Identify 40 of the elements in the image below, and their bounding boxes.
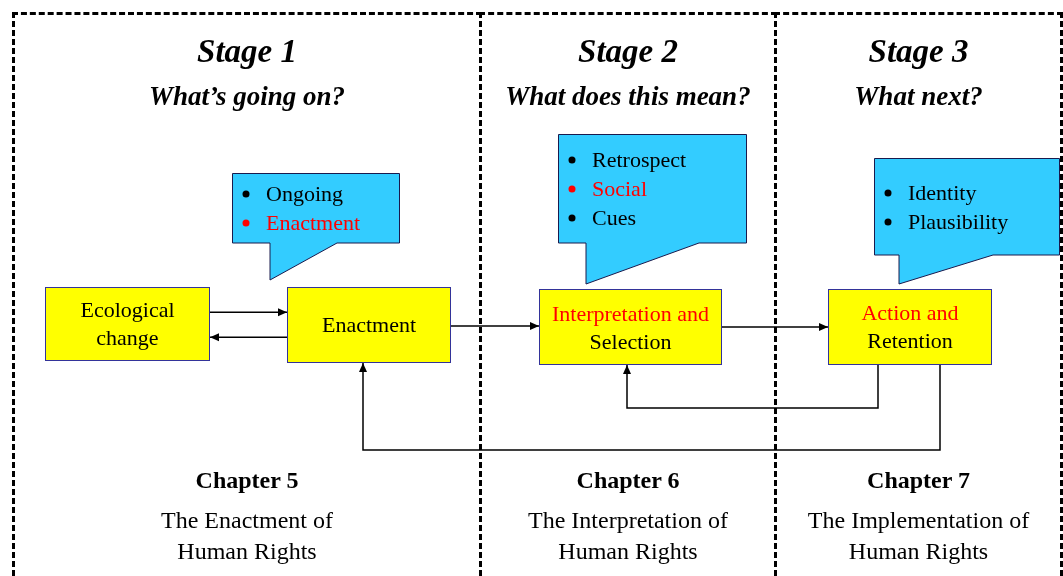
arrow [359,362,941,451]
arrow [623,364,879,409]
bullet-item: Social [592,175,647,203]
bullet-item: Plausibility [908,207,1009,236]
stage-question: What does this mean? [505,81,751,112]
process-box [45,287,210,361]
speech-bubble [558,134,747,285]
box-text: Enactment [321,311,417,339]
stage-question: What’s going on? [148,81,346,112]
bullet-item: Identity [908,178,977,207]
box-text: Ecological change [79,296,176,352]
process-box [539,289,722,365]
arrow [209,308,288,317]
box-text: Interpretation and [552,301,709,326]
stage-panel [774,12,1063,576]
stage-heading: Stage 2 [578,33,678,70]
bullet-item: Cues [592,204,636,232]
stage-panel [12,12,482,576]
stage-question: What next? [854,81,983,112]
speech-bubble [874,158,1060,285]
chapter-heading: Chapter 7 [867,467,970,494]
bullet-item: Enactment [266,209,361,237]
bullet-item: Retrospect [592,146,687,174]
chapter-heading: Chapter 5 [195,467,299,494]
stage-heading: Stage 3 [868,33,969,70]
chapter-title: The Enactment of Human Rights [160,506,334,566]
chapter-title: The Implementation of Human Rights [806,506,1031,566]
bullet-item: Ongoing [266,180,343,208]
box-text: Selection [589,329,672,354]
process-box [828,289,992,365]
arrow [721,323,829,331]
chapter-title: The Interpretation of Human Rights [527,506,729,566]
arrow [450,322,540,330]
box-text: Action and [861,299,959,327]
arrow [209,333,288,342]
stage-heading: Stage 1 [197,33,297,70]
speech-bubble [232,173,400,281]
box-text: Retention [867,327,953,355]
chapter-heading: Chapter 6 [576,467,680,494]
process-box [287,287,451,363]
